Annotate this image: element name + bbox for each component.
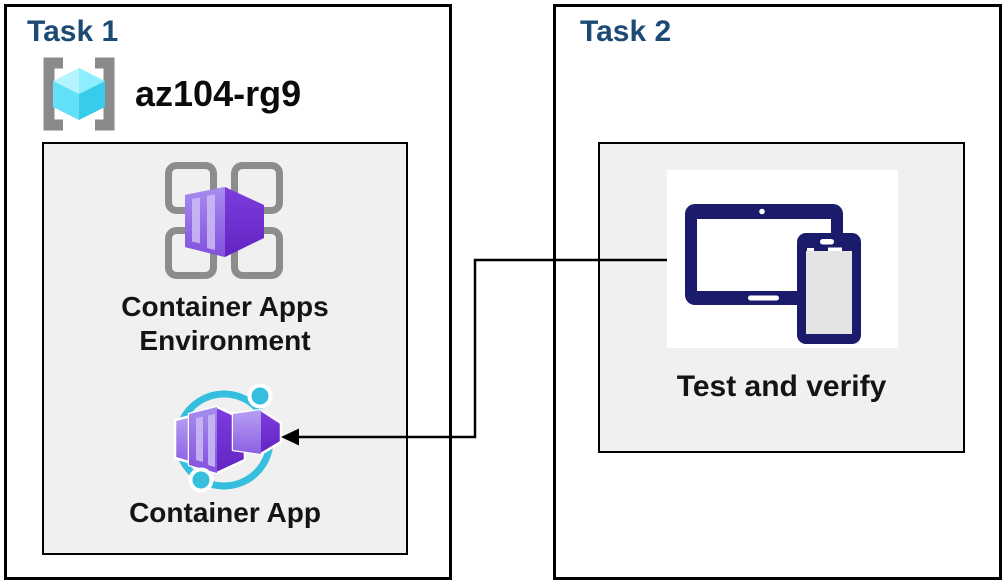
task1-title: Task 1 bbox=[27, 15, 119, 48]
resource-group: az104-rg9 bbox=[35, 57, 301, 131]
test-and-verify-label: Test and verify bbox=[676, 370, 887, 403]
resource-group-icon bbox=[43, 57, 115, 131]
tablet-and-phone-icon bbox=[685, 204, 861, 344]
task2-box: Task 2 Test and verify bbox=[553, 4, 1002, 580]
container-app-label: Container App bbox=[129, 497, 321, 528]
task1-panel: Container Apps Environment Co bbox=[42, 142, 408, 555]
container-app-icon bbox=[173, 383, 283, 493]
devices-icon-backdrop bbox=[667, 170, 898, 348]
container-apps-environment-label: Container Apps Environment bbox=[121, 291, 329, 356]
task1-box: Task 1 az104-rg9 bbox=[4, 4, 452, 580]
container-apps-environment-icon bbox=[165, 162, 283, 279]
task2-panel: Test and verify bbox=[598, 142, 965, 453]
task2-title: Task 2 bbox=[580, 15, 672, 48]
resource-group-name: az104-rg9 bbox=[135, 73, 302, 114]
